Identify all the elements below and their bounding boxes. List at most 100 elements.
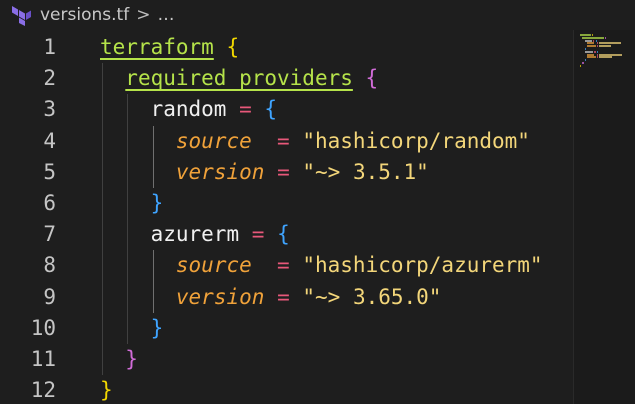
breadcrumb-ellipsis[interactable]: … [157, 5, 175, 25]
code-token: = [277, 253, 290, 278]
line-number: 11 [30, 347, 56, 371]
minimap-token [582, 36, 604, 39]
code-token: { [365, 66, 379, 91]
code-line[interactable]: version = "~> 3.5.1" [176, 157, 429, 188]
indent-guide [102, 63, 103, 376]
minimap-token [592, 34, 594, 36]
breadcrumb[interactable]: versions.tf > … [0, 0, 635, 30]
code-token: = [277, 159, 290, 184]
terraform-icon [12, 6, 31, 26]
code-token [264, 160, 277, 184]
minimap-token [587, 45, 596, 48]
minimap-token [587, 53, 595, 56]
code-token [290, 285, 303, 309]
line-number: 12 [30, 378, 56, 403]
minimap-token [584, 48, 586, 50]
code-token: required_providers [125, 66, 353, 91]
code-token [226, 97, 239, 121]
code-token: source [175, 253, 252, 278]
code-token [214, 35, 227, 59]
minimap-token [596, 50, 598, 53]
code-token: = [277, 128, 290, 153]
code-token [290, 129, 303, 153]
line-number: 9 [43, 284, 56, 309]
minimap-token [584, 50, 594, 53]
code-token: } [150, 191, 164, 215]
breadcrumb-file[interactable]: versions.tf [40, 5, 130, 25]
line-number: 3 [43, 97, 56, 122]
indent-guide [152, 250, 154, 313]
code-line[interactable]: } [100, 375, 113, 404]
minimap-token [584, 39, 592, 42]
code-token: version [175, 159, 265, 184]
code-token: terraform [100, 35, 214, 59]
code-token: } [150, 315, 164, 340]
minimap-token [599, 53, 622, 56]
minimap-token [596, 56, 598, 59]
code-token: { [226, 35, 240, 59]
code-token: "hashicorp/random" [302, 128, 530, 153]
code-token: } [100, 378, 113, 403]
code-token [252, 253, 277, 277]
minimap-token [587, 56, 596, 59]
breadcrumb-separator: > [136, 5, 151, 25]
indent-guide [152, 125, 154, 188]
code-line[interactable]: } [125, 344, 138, 375]
line-number: 4 [43, 128, 56, 153]
code-line[interactable]: random = { [151, 94, 277, 125]
code-token: = [251, 222, 265, 247]
minimap-token [593, 39, 595, 42]
minimap-token [587, 42, 595, 45]
code-token: "hashicorp/azurerm" [302, 253, 543, 278]
code-token: azurerm [150, 222, 240, 247]
code-line[interactable]: source = "hashicorp/random" [176, 126, 530, 157]
code-token: "~> 3.5.1" [302, 159, 429, 184]
code-token: { [277, 222, 290, 247]
minimap-token [580, 64, 582, 67]
code-token [353, 66, 366, 90]
minimap-token [596, 45, 598, 48]
code-token: random [150, 97, 227, 122]
minimap-token [595, 39, 597, 42]
code-line[interactable]: azurerm = { [151, 219, 290, 250]
code-line[interactable]: required_providers { [125, 63, 378, 94]
minimap-token [596, 42, 598, 45]
code-token [252, 97, 265, 121]
line-number: 1 [43, 35, 56, 59]
minimap-token [580, 34, 591, 36]
line-number: 2 [43, 66, 56, 91]
code-token [239, 222, 252, 246]
line-number: 5 [43, 159, 56, 184]
line-number: 8 [43, 253, 56, 278]
code-token [290, 160, 303, 184]
code-token [290, 253, 303, 277]
code-token: } [125, 347, 138, 371]
minimap-token [596, 53, 598, 56]
code-line[interactable]: } [151, 188, 164, 219]
line-number: 7 [43, 222, 56, 247]
minimap[interactable] [573, 30, 635, 404]
minimap-token [599, 45, 612, 48]
code-line[interactable]: terraform { [100, 32, 239, 63]
minimap-token [582, 62, 584, 64]
code-token: "~> 3.65.0" [302, 284, 442, 309]
code-token [252, 129, 277, 153]
minimap-token [584, 59, 586, 62]
code-token: = [239, 97, 252, 122]
indent-guide [127, 94, 129, 344]
code-line[interactable]: source = "hashicorp/azurerm" [176, 250, 543, 281]
minimap-token [599, 42, 621, 45]
minimap-token [594, 50, 596, 53]
code-token: = [277, 284, 290, 309]
code-token: version [175, 284, 265, 309]
code-line[interactable]: } [151, 313, 164, 344]
code-token [264, 285, 277, 309]
minimap-token [599, 56, 613, 59]
line-number: 6 [43, 191, 56, 215]
code-token: source [175, 128, 252, 153]
code-token: { [264, 97, 278, 122]
code-line[interactable]: version = "~> 3.65.0" [176, 282, 442, 313]
line-number: 10 [30, 315, 56, 340]
minimap-token [605, 36, 607, 39]
